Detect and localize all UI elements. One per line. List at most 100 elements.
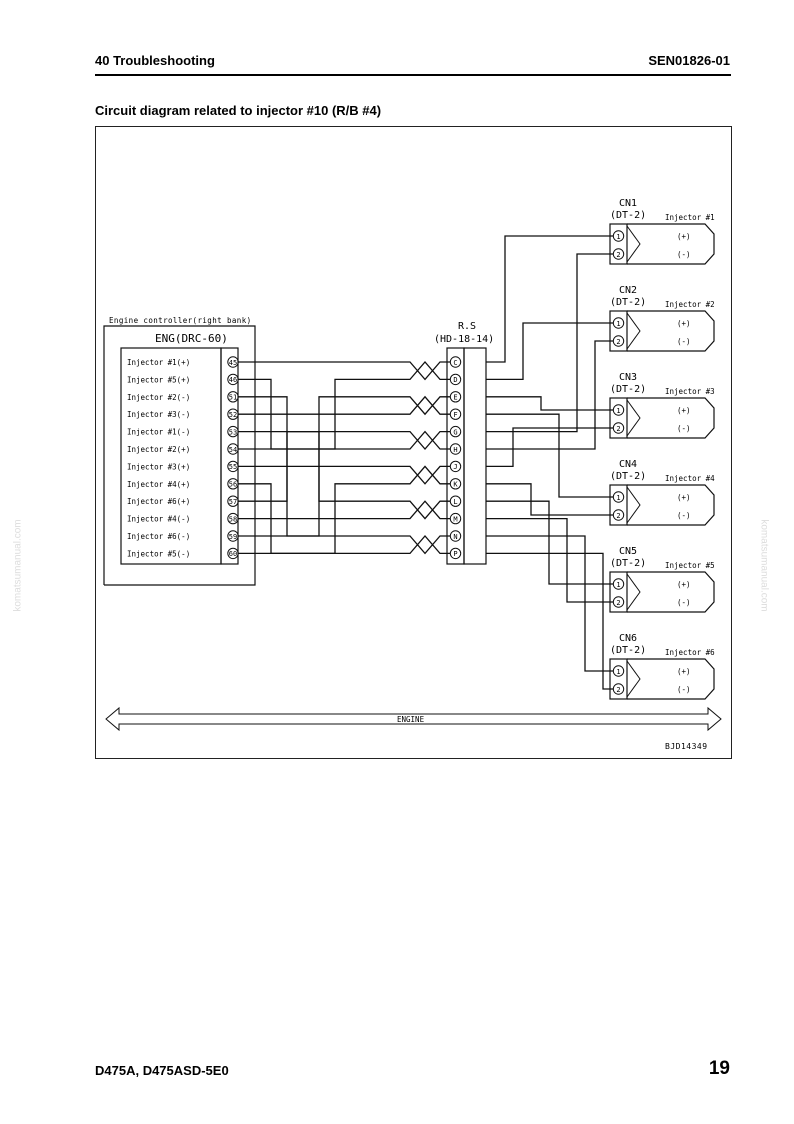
injector-name: Injector #6 (665, 648, 715, 657)
relay-pin-letter: C (453, 359, 457, 367)
controller-pin-label: Injector #5(+) (127, 375, 190, 384)
connector-pin-number: 1 (616, 233, 620, 241)
connector-pin-circle (612, 509, 625, 521)
connector-pin-number: 1 (616, 668, 620, 676)
connector-type: (DT-2) (610, 645, 646, 656)
twisted-pair-wire (395, 395, 450, 415)
twisted-pair-wire (395, 500, 450, 520)
polarity-plus: (+) (677, 406, 691, 415)
relay-pin-letter: J (453, 463, 457, 471)
relay-pin-circle (449, 530, 462, 542)
relay-pin-circle (449, 478, 462, 490)
connector-id: CN6 (619, 633, 637, 644)
controller-pin-number: 59 (229, 533, 237, 541)
twisted-pair-wire (395, 361, 450, 381)
diagram-frame (95, 126, 732, 759)
controller-bracket (103, 325, 256, 586)
relay-to-injector-wire (486, 500, 613, 585)
connector-pin-number: 1 (616, 407, 620, 415)
connector-pin-number: 1 (616, 494, 620, 502)
controller-caption: Engine controller(right bank) (109, 316, 252, 325)
circuit-diagram: Engine controller(right bank) ENG(DRC-60… (95, 126, 732, 759)
connector-pin-number: 2 (616, 425, 620, 433)
twisted-pair-wire (395, 361, 450, 381)
relay-to-injector-wire (486, 396, 613, 411)
controller-pin-label: Injector #6(+) (127, 497, 190, 506)
controller-pin-label: Injector #3(+) (127, 462, 190, 471)
controller-pin-number: 54 (229, 446, 237, 454)
relay-to-injector-wire (486, 340, 613, 450)
controller-pin-number: 46 (229, 376, 237, 384)
relay-pin-letter: N (453, 533, 457, 541)
relay-pin-letter: F (453, 411, 457, 419)
relay-pin-letter: G (453, 428, 457, 436)
connector-id: CN1 (619, 198, 637, 209)
twisted-pair-wire (395, 535, 450, 555)
connector-type: (DT-2) (610, 471, 646, 482)
relay-pin-letter: M (453, 515, 457, 523)
header-rule (95, 74, 731, 76)
connector-type: (DT-2) (610, 210, 646, 221)
polarity-plus: (+) (677, 493, 691, 502)
connector-pin-circle (612, 248, 625, 260)
twisted-pair-wire (395, 535, 450, 555)
connector-pin-circle (612, 491, 625, 503)
relay-pin-circle (449, 391, 462, 403)
relay-to-injector-wire (486, 517, 613, 603)
controller-pin-strip (220, 347, 239, 565)
injector-connector: CN5(DT-2)Injector #512(+)(-) (609, 546, 715, 613)
injector-connector: CN3(DT-2)Injector #312(+)(-) (609, 372, 715, 439)
connector-id: CN4 (619, 459, 637, 470)
controller-pin-label: Injector #1(+) (127, 358, 190, 367)
twisted-pair-wire (395, 430, 450, 450)
connector-pin-number: 1 (616, 320, 620, 328)
engine-arrow (105, 706, 722, 732)
relay-pin-letter: L (453, 498, 457, 506)
model-footer: D475A, D475ASD-5E0 (95, 1063, 229, 1078)
relay-connector-type: (HD-18-14) (434, 334, 494, 345)
relay-pin-circle (449, 512, 462, 525)
injector-name: Injector #3 (665, 387, 715, 396)
controller-name: ENG(DRC-60) (155, 332, 228, 345)
connector-pin-circle (612, 596, 625, 608)
diagram-title: Circuit diagram related to injector #10 … (95, 103, 382, 118)
connector-type: (DT-2) (610, 384, 646, 395)
injector-name: Injector #4 (665, 474, 715, 483)
connector-pin-circle (612, 422, 625, 434)
connector-pin-circle (612, 404, 625, 416)
relay-pin-circle (449, 460, 462, 473)
twisted-pair-wire (395, 430, 450, 450)
relay-to-injector-wire (486, 483, 613, 516)
relay-pin-letter: H (453, 446, 457, 454)
connector-pin-number: 2 (616, 251, 620, 259)
injector-name: Injector #1 (665, 213, 715, 222)
connector-pin-number: 2 (616, 338, 620, 346)
relay-pin-circle (449, 425, 462, 438)
controller-pin-label: Injector #4(+) (127, 480, 190, 489)
controller-pin-number: 45 (229, 359, 237, 367)
controller-wire (238, 396, 395, 537)
relay-to-injector-wire (486, 427, 613, 468)
twisted-pair-wire (395, 500, 450, 520)
relay-pin-circle (449, 495, 462, 507)
relay-connector-housing (463, 347, 487, 565)
section-header: 40 Troubleshooting (95, 53, 215, 68)
engine-label: ENGINE (397, 715, 425, 724)
controller-pin-label: Injector #4(-) (127, 515, 190, 524)
polarity-plus: (+) (677, 232, 691, 241)
injector-name: Injector #5 (665, 561, 715, 570)
figure-code: BJD14349 (665, 742, 708, 751)
controller-pin-number: 56 (229, 481, 237, 489)
relay-to-injector-wire (486, 235, 613, 363)
connector-id: CN3 (619, 372, 637, 383)
polarity-plus: (+) (677, 667, 691, 676)
controller-pin-number: 55 (229, 463, 237, 471)
controller-pin-label: Injector #3(-) (127, 410, 190, 419)
controller-wire (238, 483, 395, 555)
polarity-minus: (-) (677, 598, 691, 607)
connector-id: CN2 (619, 285, 637, 296)
polarity-minus: (-) (677, 250, 691, 259)
polarity-plus: (+) (677, 580, 691, 589)
injector-connector: CN2(DT-2)Injector #212(+)(-) (609, 285, 715, 352)
controller-pin-number: 58 (229, 515, 237, 523)
